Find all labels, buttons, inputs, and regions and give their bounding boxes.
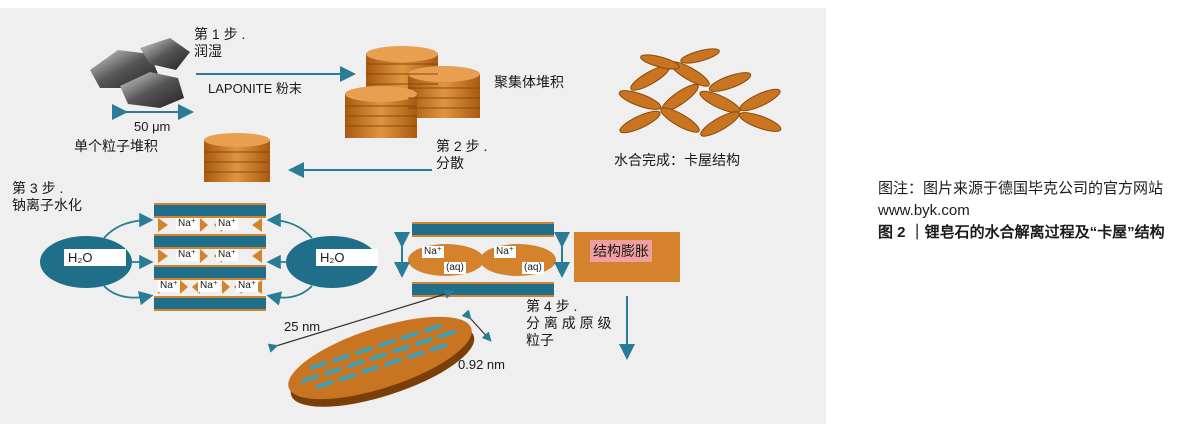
na-ion-swell-1: Na⁺ [422,246,445,258]
diagram-graphics [40,38,782,407]
hydration-complete-label: 水合完成：卡屋结构 [614,152,740,168]
swelled-platelets [394,222,570,297]
caption-title: 图 2 ｜锂皂石的水合解离过程及“卡屋”结构 [878,224,1165,241]
aggregate-cylinders [345,46,480,138]
na-ion-swell-2: Na⁺ [494,246,517,258]
figure-caption: 图注：图片来源于德国毕克公司的官方网站 www.byk.com 图 2 ｜锂皂石… [878,178,1170,244]
size-50um-label: 50 μm [134,119,171,134]
na-ion-7: Na⁺ [236,280,259,292]
step2-label: 第 2 步 . 分散 [436,138,488,171]
aggregate-stack-label: 聚集体堆积 [494,74,564,90]
na-ion-6: Na⁺ [198,280,221,292]
na-ion-4: Na⁺ [216,249,239,261]
na-ion-1: Na⁺ [176,218,199,230]
na-ion-2: Na⁺ [216,218,239,230]
h2o-label-left: H₂O [64,249,126,266]
size-25nm-label: 25 nm [284,319,321,334]
step3-label: 第 3 步 . 钠离子水化 [12,180,82,213]
hydration-diagram: 第 1 步 . 润湿 LAPONITE 粉末 聚集体堆积 50 μm 单个粒子堆… [0,8,826,424]
aq-label-2: (aq) [522,262,544,274]
h2o-label-right: H₂O [316,249,378,266]
na-ion-3: Na⁺ [176,249,199,261]
na-ion-5: Na⁺ [158,280,181,292]
caption-note: 图注：图片来源于德国毕克公司的官方网站 www.byk.com [878,180,1164,219]
powder-rocks [90,38,190,108]
step4-label: 第 4 步 . 分 离 成 原 级 粒子 [526,298,612,348]
swelling-box: 结构膨胀 [574,232,680,282]
aq-label-1: (aq) [444,262,466,274]
platelet-layers [154,203,266,311]
step1-label: 第 1 步 . 润湿 [194,26,246,59]
single-particle-stack-label: 单个粒子堆积 [74,138,158,154]
size-092nm-label: 0.92 nm [458,357,505,372]
house-of-cards [618,48,782,137]
single-stack [204,133,270,182]
swelling-label: 结构膨胀 [590,240,652,262]
laponite-powder-label: LAPONITE 粉末 [208,81,302,96]
